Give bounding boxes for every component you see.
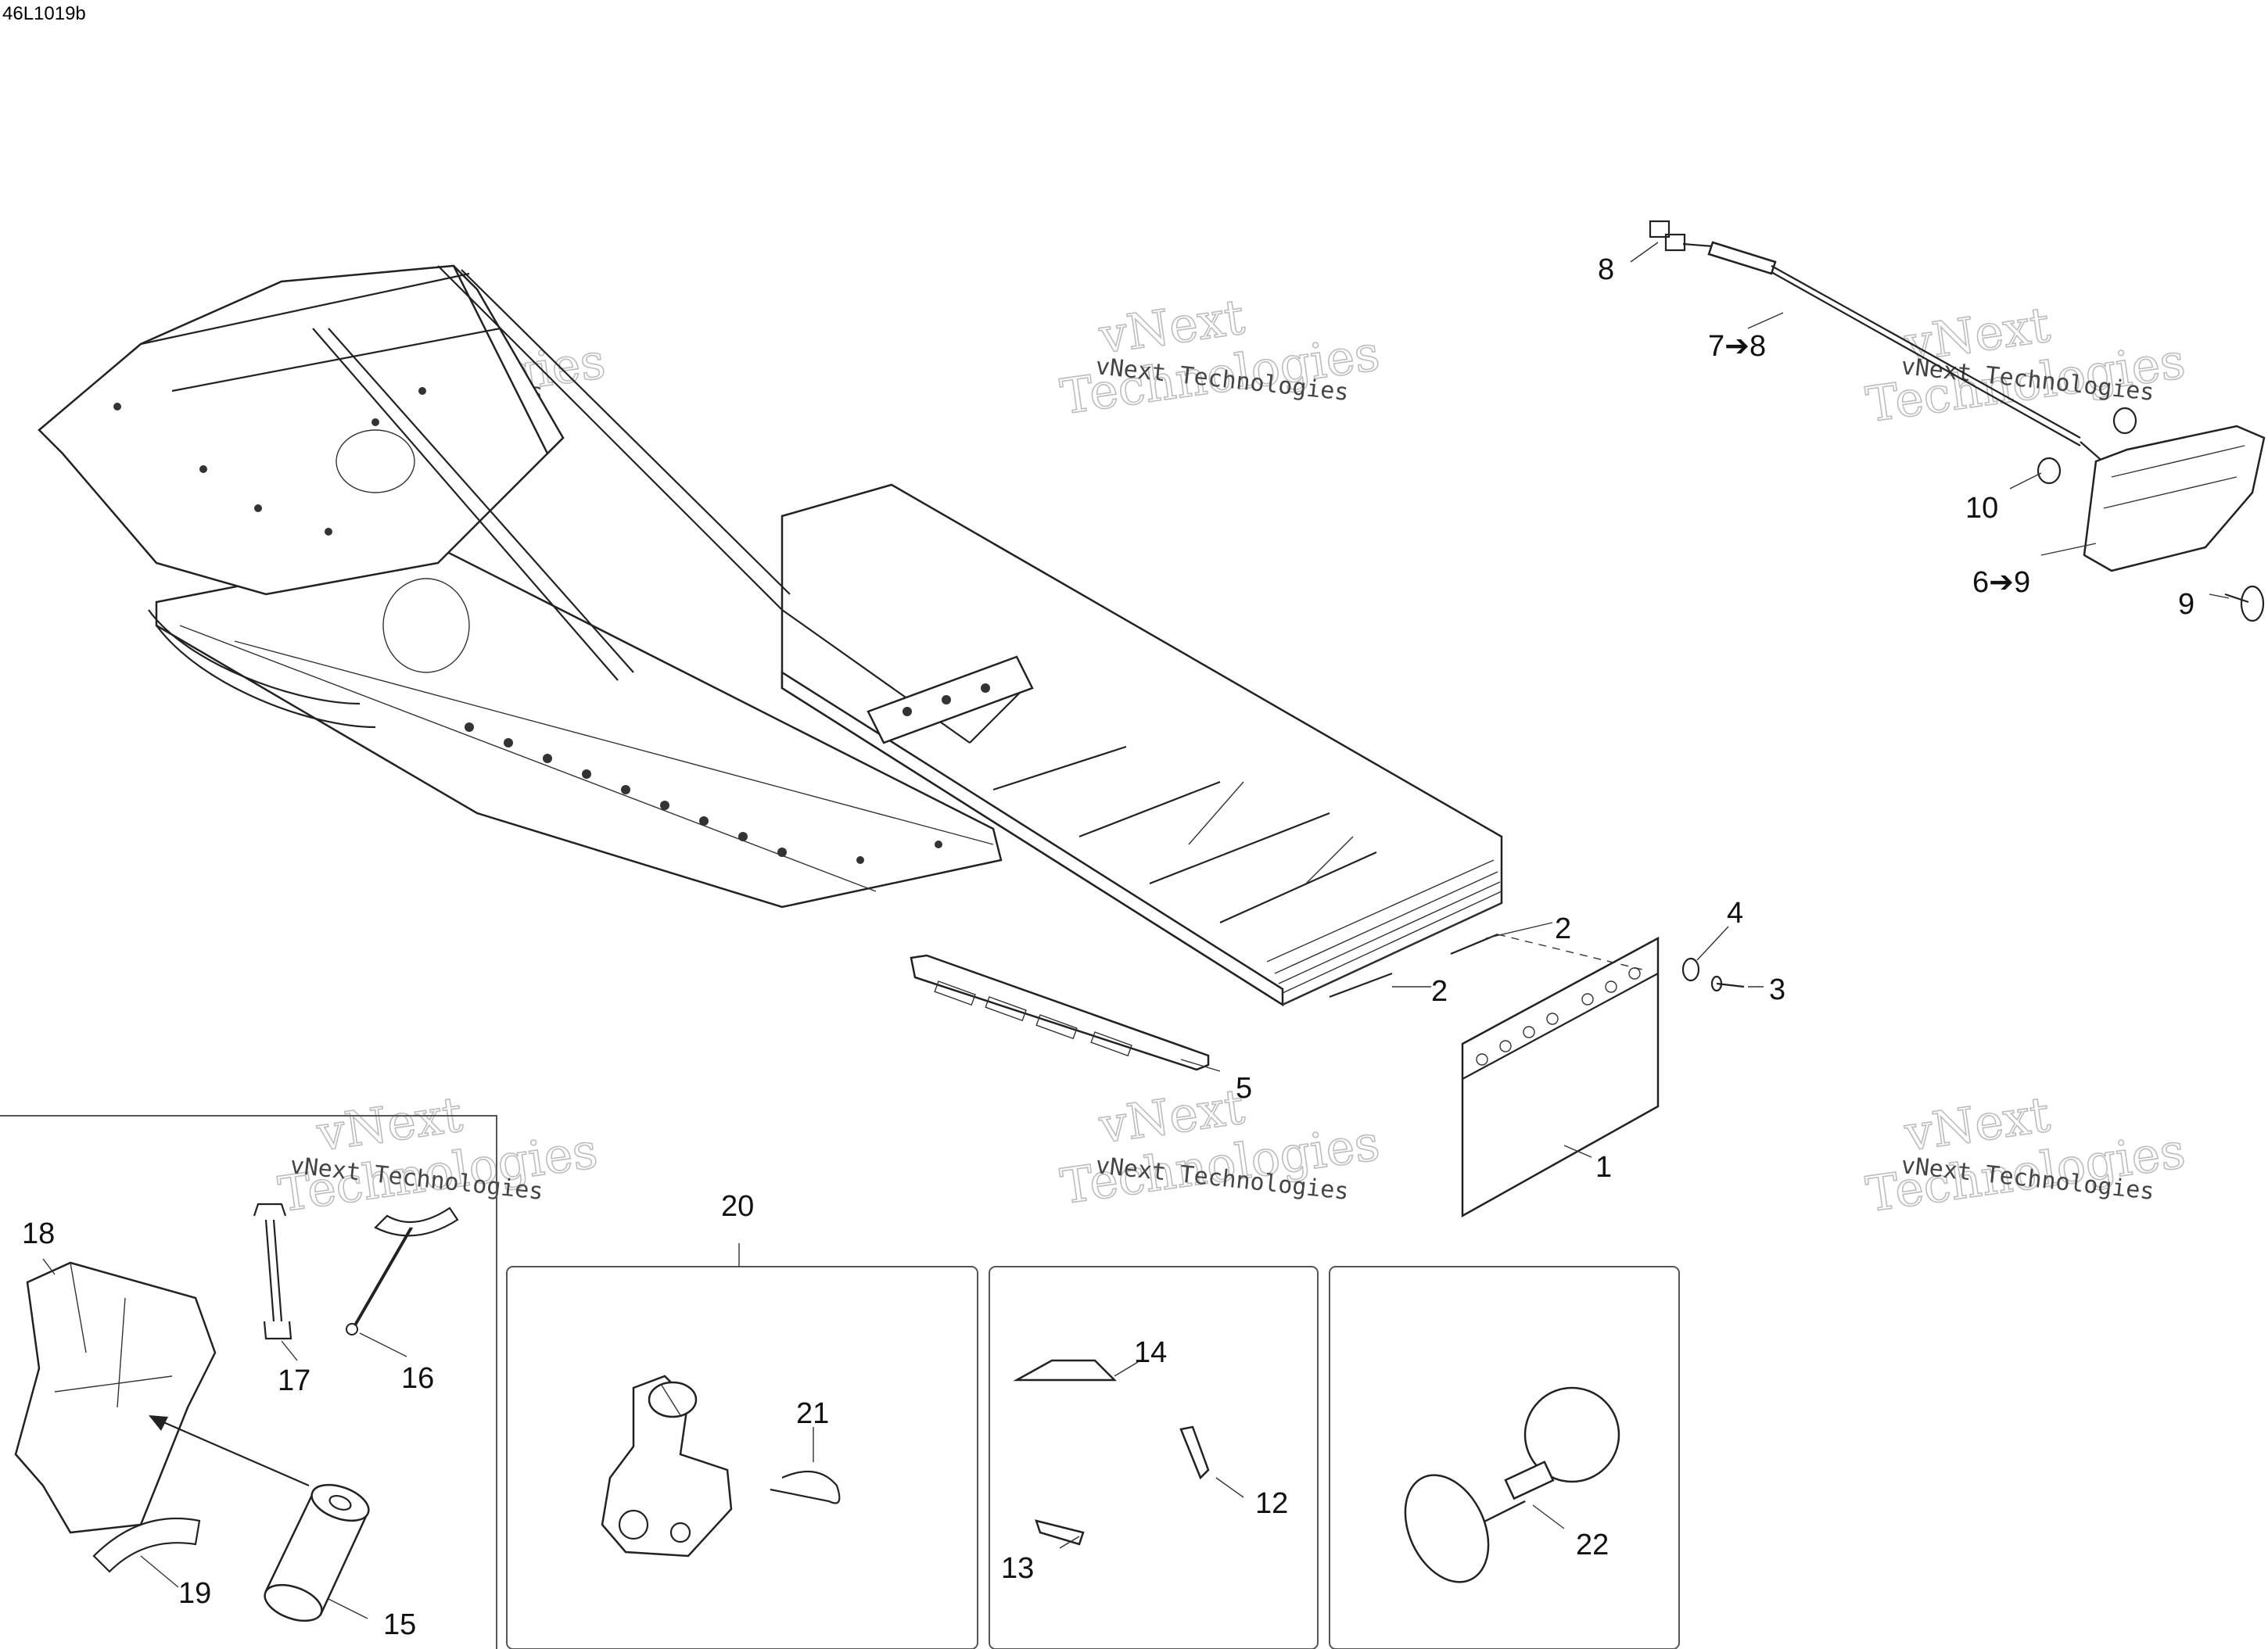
callout-9: 9 [2178,588,2194,621]
callout-1: 1 [1595,1151,1612,1184]
callout-20: 20 [721,1190,754,1223]
callout-6-to-9: 6➔9 [1972,566,2030,599]
callout-13: 13 [1001,1552,1034,1585]
tail-light-assembly [1649,220,2266,622]
part-3-4-hardware [1681,957,1745,992]
callout-10: 10 [1965,492,1998,525]
callout-18: 18 [22,1217,55,1250]
callout-19: 19 [178,1577,211,1610]
part-1-snow-flap [1461,936,1660,1218]
callouts: 1 2 2 3 4 5 6➔9 7➔8 8 9 10 12 13 14 15 1… [22,253,2194,1641]
part-5-side-strip [910,954,1210,1071]
box-20-hitch [506,1266,978,1649]
leader-lines [42,242,2230,1619]
tool-kit-section [0,1115,497,1649]
callout-5: 5 [1236,1072,1252,1105]
callout-15: 15 [383,1608,416,1641]
callout-8: 8 [1598,253,1614,286]
box-12-14-parts [989,1266,1319,1649]
callout-12: 12 [1255,1487,1288,1520]
callout-22: 22 [1576,1529,1609,1561]
callout-7-to-8: 7➔8 [1708,330,1766,363]
callout-17: 17 [278,1364,310,1397]
callout-2b: 2 [1431,975,1448,1008]
callout-4: 4 [1727,897,1743,930]
diagram-code: 46L1019b [2,3,86,24]
chassis-frame [38,264,1503,1007]
box-22-horn [1329,1266,1680,1649]
callout-2a: 2 [1555,912,1571,945]
callout-21: 21 [796,1397,829,1430]
callout-3: 3 [1769,973,1785,1006]
callout-16: 16 [401,1362,434,1395]
callout-14: 14 [1134,1336,1167,1369]
